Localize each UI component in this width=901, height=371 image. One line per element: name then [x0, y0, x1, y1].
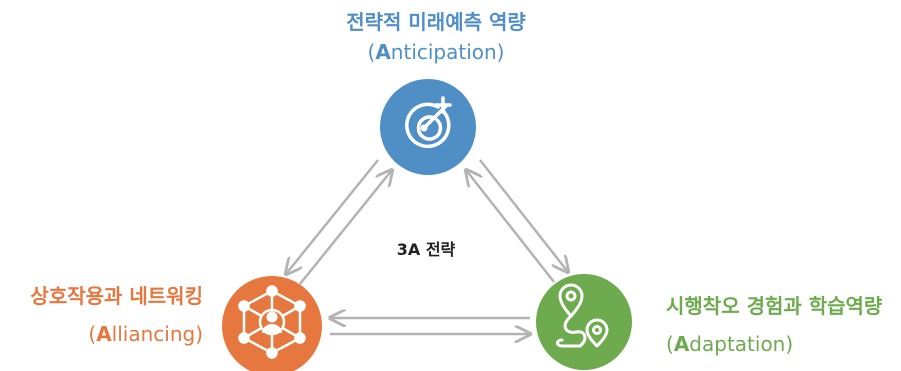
arrow-top-to-left — [286, 159, 379, 274]
subtitle-rest: lliancing) — [111, 322, 203, 346]
node-alliancing — [222, 276, 322, 371]
subtitle-rest: daptation) — [689, 332, 794, 356]
subtitle-prefix: ( — [367, 40, 376, 64]
node-adaptation — [536, 274, 632, 370]
arrow-top-to-right — [479, 159, 568, 272]
subtitle-prefix: ( — [666, 332, 674, 356]
subtitle-initial: A — [96, 322, 112, 346]
subtitle-prefix: ( — [88, 322, 97, 346]
node-alliancing-label: 상호작용과 네트워킹 (Alliancing) — [30, 286, 203, 344]
node-title: 상호작용과 네트워킹 — [30, 284, 203, 308]
node-subtitle: (Anticipation) — [328, 42, 544, 62]
arrow-right-to-top — [466, 170, 555, 283]
route-pin-icon — [556, 283, 609, 348]
target-icon — [405, 96, 452, 149]
subtitle-initial: A — [673, 332, 690, 356]
node-anticipation — [380, 79, 476, 175]
node-anticipation-label: 전략적 미래예측 역량 (Anticipation) — [328, 12, 544, 62]
node-adaptation-label: 시행착오 경험과 학습역량 (Adaptation) — [666, 296, 882, 354]
node-title: 시행착오 경험과 학습역량 — [666, 294, 883, 318]
subtitle-rest: nticipation) — [390, 40, 505, 64]
node-title: 전략적 미래예측 역량 — [346, 10, 526, 34]
node-subtitle: (Alliancing) — [30, 324, 203, 344]
network-people-icon — [238, 285, 306, 359]
arrow-left-to-top — [299, 170, 392, 285]
subtitle-initial: A — [375, 40, 391, 64]
center-label: 3A 전략 — [396, 240, 456, 259]
node-subtitle: (Adaptation) — [666, 334, 882, 354]
